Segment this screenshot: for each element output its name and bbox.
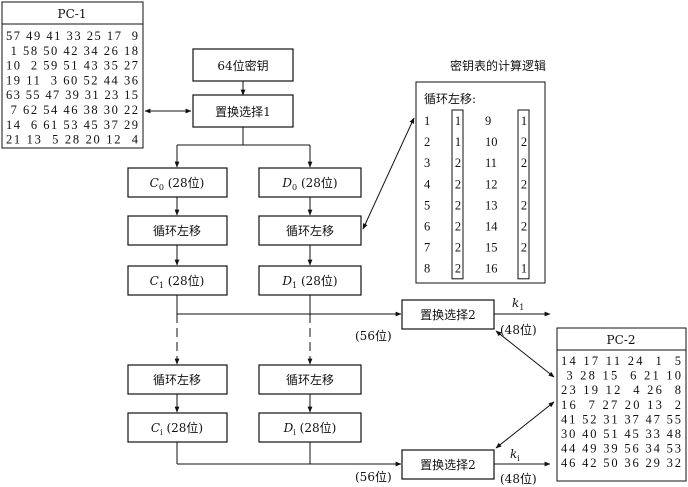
schedule-round: 6 <box>424 220 430 234</box>
schedule-subtitle: 循环左移: <box>424 91 476 106</box>
pc1-row: 21 13 5 28 20 12 4 <box>6 133 139 147</box>
schedule-shift: 2 <box>521 220 527 234</box>
pc1-table: PC-1 57 49 41 33 25 17 9 1 58 50 42 34 2… <box>1 1 144 149</box>
schedule-shift: 2 <box>521 156 527 170</box>
schedule-shift: 2 <box>521 198 527 212</box>
pc1-box: 置换选择1 <box>192 94 294 128</box>
schedule-round: 8 <box>424 262 430 276</box>
schedule-title: 密钥表的计算逻辑 <box>450 58 546 73</box>
shift-column-box <box>451 109 464 280</box>
shift-box-c-1: 循环左移 <box>127 215 228 246</box>
pc1-row: 63 55 47 39 31 23 15 <box>6 88 138 102</box>
schedule-round: 11 <box>485 156 497 170</box>
schedule-round: 14 <box>485 220 498 234</box>
pc1-title: PC-1 <box>58 7 87 21</box>
ci-box: Ci (28位) <box>127 412 228 443</box>
d0-box: D0 (28位) <box>258 167 362 198</box>
pc1-row: 19 11 3 60 52 44 36 <box>6 73 138 87</box>
pc2-row: 30 40 51 45 33 48 <box>561 427 681 441</box>
pc1-rows: 57 49 41 33 25 17 9 1 58 50 42 34 26 181… <box>6 29 139 147</box>
schedule-shift: 2 <box>455 156 461 170</box>
pc1-box-label: 置换选择1 <box>215 105 271 119</box>
d0-label: D0 (28位) <box>281 175 337 192</box>
schedule-round: 5 <box>424 198 430 212</box>
bits48-label-1: (48位) <box>500 322 537 337</box>
shift-box-c-i: 循环左移 <box>127 364 228 395</box>
pc1-row: 57 49 41 33 25 17 9 <box>6 29 138 43</box>
pc2-box-label: 置换选择2 <box>420 308 476 322</box>
schedule-shift: 2 <box>455 220 461 234</box>
bits56-label-2: (56位) <box>355 469 392 484</box>
pc2-box-label: 置换选择2 <box>420 458 476 472</box>
pc1-row: 10 2 59 51 43 35 27 <box>6 59 138 73</box>
di-label: Di (28位) <box>283 420 337 437</box>
schedule-shift: 1 <box>455 135 461 149</box>
schedule-round: 13 <box>485 198 498 212</box>
pc1-row: 7 62 54 46 38 30 22 <box>6 103 138 117</box>
shift-label: 循环左移 <box>153 372 201 387</box>
k1-label: k1 <box>512 296 524 312</box>
pc1-row: 1 58 50 42 34 26 18 <box>6 44 138 58</box>
schedule-shift: 2 <box>521 241 527 255</box>
schedule-round: 2 <box>424 135 430 149</box>
pc2-row: 46 42 50 36 29 32 <box>561 456 681 470</box>
c0-label: C0 (28位) <box>150 175 205 192</box>
schedule-round: 15 <box>485 241 498 255</box>
shift-box-d-1: 循环左移 <box>258 215 362 246</box>
bits56-label-1: (56位) <box>355 328 392 343</box>
schedule-shift: 1 <box>521 262 527 276</box>
pc2-row: 16 7 27 20 13 2 <box>561 398 681 412</box>
shift-label: 循环左移 <box>286 372 334 387</box>
schedule-shift: 1 <box>521 114 527 128</box>
schedule-round: 3 <box>424 156 430 170</box>
shift-label: 循环左移 <box>153 223 201 238</box>
pc2-title: PC-2 <box>607 333 636 347</box>
c0-box: C0 (28位) <box>127 167 228 198</box>
pc1-row: 14 6 61 53 45 37 29 <box>6 118 138 132</box>
schedule-shift: 2 <box>455 241 461 255</box>
schedule-round: 1 <box>424 114 430 128</box>
d1-label: D1 (28位) <box>281 273 337 290</box>
shift-column-box <box>517 109 530 280</box>
pc2-row: 41 52 31 37 47 55 <box>561 412 681 426</box>
bits48-label-2: (48位) <box>500 471 537 486</box>
pc2-box-1: 置换选择2 <box>401 299 495 330</box>
d1-box: D1 (28位) <box>258 265 362 296</box>
schedule-round: 4 <box>424 177 431 191</box>
schedule-shift: 2 <box>521 177 527 191</box>
schedule-shift: 2 <box>455 198 461 212</box>
pc2-box-i: 置换选择2 <box>401 449 495 480</box>
key-box-label: 64位密钥 <box>217 58 268 73</box>
pc2-row: 44 49 39 56 34 53 <box>561 442 681 456</box>
schedule-shift: 2 <box>455 262 461 276</box>
schedule-round: 16 <box>485 262 498 276</box>
schedule-round: 9 <box>485 114 491 128</box>
c1-box: C1 (28位) <box>127 265 228 296</box>
di-box: Di (28位) <box>258 412 362 443</box>
schedule-round: 7 <box>424 241 430 255</box>
ci-label: Ci (28位) <box>151 420 203 437</box>
key-box: 64位密钥 <box>192 48 294 82</box>
schedule-shift: 1 <box>455 114 461 128</box>
shift-box-d-i: 循环左移 <box>258 364 362 395</box>
schedule-round: 12 <box>485 177 498 191</box>
schedule-shift: 2 <box>521 135 527 149</box>
c1-label: C1 (28位) <box>150 273 205 290</box>
schedule-round: 10 <box>485 135 498 149</box>
ki-label: ki <box>510 447 520 463</box>
shift-label: 循环左移 <box>286 223 334 238</box>
schedule-shift: 2 <box>455 177 461 191</box>
